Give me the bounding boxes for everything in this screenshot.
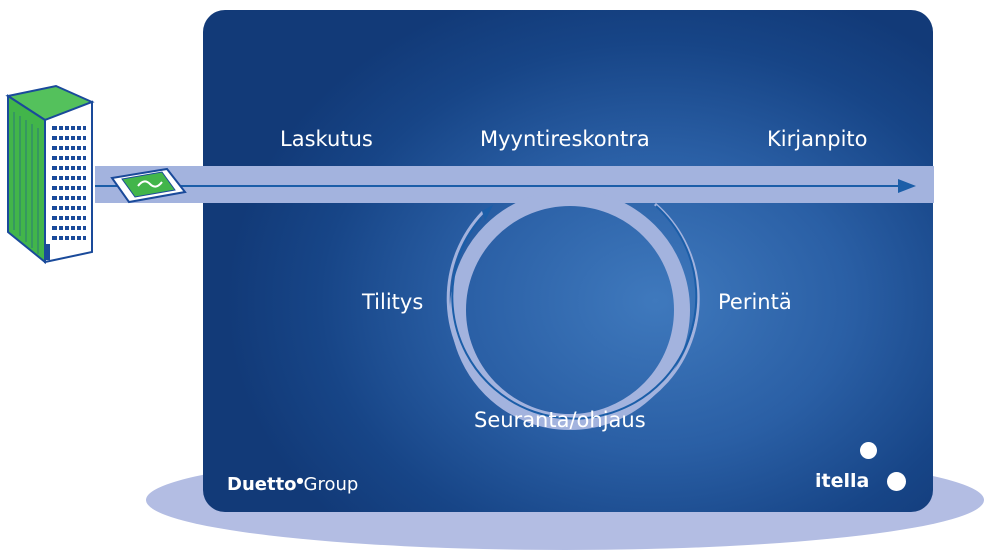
label-laskutus: Laskutus bbox=[280, 127, 373, 151]
itella-small-dot-icon bbox=[860, 442, 877, 459]
label-seuranta-ohjaus: Seuranta/ohjaus bbox=[474, 408, 646, 432]
invoice-card-icon bbox=[110, 167, 187, 204]
office-building-icon bbox=[5, 84, 95, 265]
duetto-dot-icon: ● bbox=[296, 476, 304, 485]
cycle-loop-icon bbox=[446, 190, 700, 430]
flow-band bbox=[95, 166, 934, 203]
group-wordmark: Group bbox=[303, 474, 359, 495]
label-myyntireskontra: Myyntireskontra bbox=[480, 127, 650, 151]
duetto-wordmark: Duetto bbox=[227, 474, 297, 495]
itella-logo: itella bbox=[815, 470, 870, 492]
duettogroup-logo: Duetto●Group bbox=[227, 470, 358, 496]
itella-large-dot-icon bbox=[887, 472, 906, 491]
label-perinta: Perintä bbox=[718, 290, 792, 314]
label-kirjanpito: Kirjanpito bbox=[767, 127, 868, 151]
arrow-right-icon bbox=[95, 179, 916, 193]
label-tilitys: Tilitys bbox=[362, 290, 424, 314]
